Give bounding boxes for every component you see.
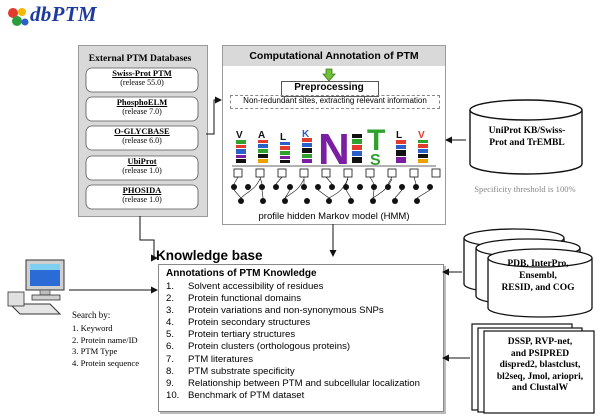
knowledge-item: 10.Benchmark of PTM dataset [166,389,305,401]
knowledge-item: 4.Protein secondary structures [166,317,311,329]
search-option[interactable]: 2. Protein name/ID [72,334,138,345]
search-option[interactable]: 4. Protein sequence [72,357,140,368]
logo-column-2: A [258,130,268,163]
search-options: 1. Keyword 2. Protein name/ID 3. PTM Typ… [72,323,139,369]
knowledge-item: 5.Protein tertiary structures [166,329,296,341]
logo-column-3: L [280,132,290,163]
knowledge-item: 8.PTM substrate specificity [166,365,295,377]
external-resources-label: PDB, InterPro, Ensembl, RESID, and COG [501,259,575,293]
db-item-phosida[interactable]: PHOSIDA (release 1.0) [122,185,162,204]
svg-text:K: K [302,129,310,140]
tools-label: DSSP, RVP-net, and PSIPRED dispred2, bla… [496,337,584,393]
knowledge-list: 1.Solvent accessibility of residues 2.Pr… [166,281,420,402]
db-item-swissprot[interactable]: Swiss-Prot PTM (release 55.0) [112,68,172,87]
knowledge-box-title: Annotations of PTM Knowledge [166,268,317,279]
computational-title: Computational Annotation of PTM [249,50,419,62]
svg-text:V: V [236,130,243,141]
search-option[interactable]: 3. PTM Type [72,346,118,356]
sequence-logo: V A L K N T S [232,124,436,174]
external-databases-stack [85,67,199,210]
external-resources-database-icon [463,228,593,318]
specificity-threshold-text: Specificity threshold is 100% [474,184,576,194]
knowledge-item: 6.Protein clusters (orthologous proteins… [166,341,351,353]
db-item-ubiprot[interactable]: UbiProt (release 1.0) [122,156,162,175]
knowledge-base-title: Knowledge base [156,248,263,263]
tools-stack [471,323,595,414]
db-item-phosphoelm[interactable]: PhosphoELM (release 7.0) [116,97,168,116]
svg-text:L: L [280,132,286,143]
computational-title-bar [223,46,445,66]
knowledge-base-box [158,264,444,412]
down-arrow-icon [322,68,336,82]
preprocessing-box [281,81,379,97]
search-option[interactable]: 1. Keyword [72,323,113,333]
knowledge-item: 7.PTM literatures [166,353,254,365]
knowledge-item: 2.Protein functional domains [166,293,302,305]
external-databases-title: External PTM Databases [88,54,192,64]
uniprot-database-icon [469,99,583,175]
search-title: Search by: [72,310,111,320]
knowledge-item: 3.Protein variations and non-synonymous … [166,305,384,317]
hmm-state-diagram [231,168,441,204]
knowledge-item: 1.Solvent accessibility of residues [166,281,324,292]
arrow-external-to-computational [206,96,222,135]
preprocessing-text: Non-redundant sites, extracting relevant… [243,96,427,105]
uniprot-label: UniProt KB/Swiss- Prot and TrEMBL [488,126,566,148]
logo-column-1: V [236,130,246,163]
arrow-external-to-kb [139,216,158,262]
hmm-label: profile hidden Markov model (HMM) [258,211,410,222]
db-item-oglycbase[interactable]: O-GLYCBASE (release 6.0) [114,126,170,145]
knowledge-item: 9.Relationship between PTM and subcellul… [166,377,420,389]
computer-icon [7,259,65,315]
preprocessing-title: Preprocessing [294,82,364,93]
logo-letter-t: T [367,124,385,157]
logo-column-6 [352,134,362,163]
svg-text:L: L [396,130,402,141]
logo-letter-s: S [370,152,381,169]
svg-text:V: V [418,130,425,141]
dbptm-logo-text: dbPTM [30,2,97,26]
dbptm-logo-icon [8,8,29,26]
logo-column-9: V [418,130,428,163]
logo-column-4: K [302,129,312,163]
logo-column-8: L [396,130,406,163]
svg-text:A: A [258,130,265,141]
preprocessing-dashed-box [230,95,440,109]
